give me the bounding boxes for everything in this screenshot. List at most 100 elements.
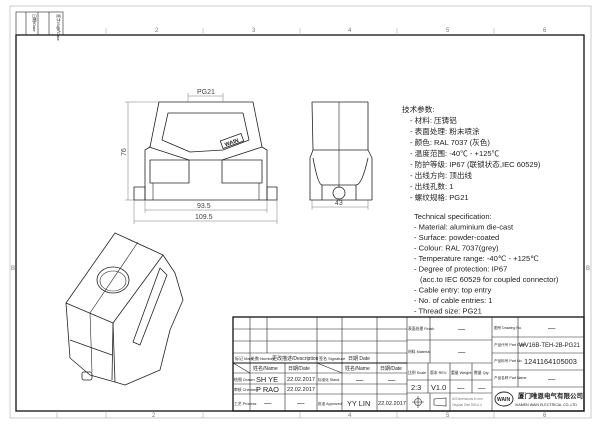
margin-block: 日期/Date 签字/Sign Date — [15, 11, 64, 41]
spec-en-item: - Thread size: PG21 — [414, 307, 482, 316]
tb-qty-label: 数量 Qty. — [474, 370, 489, 375]
housing-band — [148, 146, 263, 161]
zone-top-3: 3 — [252, 28, 256, 34]
outer-border — [9, 5, 592, 419]
tb-finish-value: — — [458, 324, 466, 333]
title-block: 标记 Mark 处数 Number 更改描述/Description 签名 Si… — [232, 316, 585, 412]
dim-outer-width: 109.5 — [195, 214, 213, 221]
tb-material-label: 材料 Material — [408, 349, 430, 354]
spec-en-item: - Surface: powder-coated — [414, 233, 499, 242]
side-plug — [332, 186, 346, 200]
iso-right-face — [112, 254, 184, 386]
zone-bottom-5: 5 — [446, 413, 450, 419]
wain-logo-plate — [219, 133, 245, 149]
margin-cell-date: 日期/Date — [32, 14, 38, 32]
projection-symbol-icon — [412, 396, 447, 408]
zone-top-4: 4 — [348, 28, 352, 34]
tb-drawing-no-value: — — [548, 323, 556, 332]
tb-weight-value: — — [457, 383, 465, 392]
tb-units-note-1: All Dimensions in mm — [452, 397, 483, 401]
zone-top-5: 5 — [446, 28, 450, 34]
tb-stand-label: 标准化 Stand. — [318, 377, 340, 382]
tb-drawn-label: 绘图 Drawn — [234, 376, 255, 382]
company-logo-icon: WAIN — [494, 391, 514, 407]
spec-en-title: Technical specification: — [414, 212, 492, 221]
spec-cn-item: - 防护等级: IP67 (联锁状态,IEC 60529) — [410, 159, 541, 169]
tb-units-note-2: Original Size DIN A 4 — [452, 403, 482, 407]
tb-rev-value: V1.0 — [431, 383, 446, 392]
spec-cn: 技术参数: - 材料: 压铸铝 - 表面处理: 粉末喷涂 - 颜色: RAL 7… — [402, 104, 541, 202]
tb-weight-label: 重量 Weight — [451, 370, 472, 375]
iso-plug — [81, 371, 93, 381]
spec-cn-item: - 出线孔数: 1 — [410, 181, 453, 191]
dim-height: 76 — [121, 148, 128, 156]
tb-checked-date: 22.02.2017 — [287, 387, 315, 393]
tb-process-date: — — [297, 398, 305, 407]
spec-cn-item: - 出线方向: 顶出线 — [410, 170, 472, 180]
dim-inner-width: 93.5 — [197, 203, 211, 210]
zone-bottom-6: 6 — [543, 413, 547, 419]
tb-finish-label: 表面处理 Finish — [408, 326, 434, 331]
spec-cn-item: - 螺纹规格: PG21 — [410, 192, 469, 202]
flange-right — [266, 186, 278, 201]
spec-cn-item: - 表面处理: 粉末喷涂 — [410, 126, 480, 136]
dim-depth: 43 — [335, 200, 343, 207]
spec-cn-item: - 颜色: RAL 7037 (灰色) — [410, 137, 490, 147]
zone-markers: 1 2 3 4 5 6 2 4 5 6 B B — [11, 28, 590, 419]
tb-part-code-label: 产品代号 Part Code — [494, 342, 526, 347]
spec-cn-item: - 材料: 压铸铝 — [410, 115, 457, 125]
tb-company-en: XIAMEN WAIN ELECTRICAL CO.,LTD — [515, 403, 577, 407]
tb-stand-name: — — [356, 375, 364, 384]
tb-description: 更改描述/Description — [272, 355, 319, 362]
side-view: 43 — [309, 101, 373, 210]
zone-right-b: B — [586, 266, 590, 272]
zone-top-6: 6 — [543, 28, 547, 34]
zone-bottom-2: 2 — [152, 413, 156, 419]
margin-cell-sign: 签字/Sign Date — [56, 14, 62, 41]
tb-date-header: 日期/Date — [288, 366, 310, 372]
tb-approved-date: 22.02.2017 — [378, 401, 406, 407]
tb-mark: 标记 Mark — [235, 355, 253, 361]
isometric-view — [65, 232, 184, 386]
tb-drawn-date: 22.02.2017 — [287, 377, 315, 383]
tb-stand-date: — — [388, 375, 396, 384]
tb-name-header: 姓名/Name — [253, 365, 278, 372]
tb-date: 日期 Date — [348, 356, 370, 362]
lower-panel-right — [221, 159, 263, 184]
spec-en: Technical specification: - Material: alu… — [414, 212, 559, 316]
tb-drawing-no-label: 图号 Drawing No. — [494, 325, 522, 330]
tb-scale-label: 比例 Scale — [408, 370, 426, 375]
zone-left-b: B — [11, 266, 15, 272]
tb-number: 处数 Number — [251, 355, 275, 361]
spec-cn-title: 技术参数: — [402, 104, 434, 114]
front-view: WAIN PG21 76 93.5 109.5 — [121, 89, 278, 224]
tb-part-no-value: 1241164105003 — [524, 357, 577, 366]
spec-en-item: - Colour: RAL 7037(grey) — [414, 244, 499, 253]
zone-bottom-4: 4 — [348, 413, 352, 419]
tb-signature: 签名 Signature — [319, 355, 346, 361]
flange-left — [133, 186, 146, 201]
tb-date-header-2: 日期/Date — [380, 366, 402, 372]
tb-material-value: — — [458, 347, 466, 356]
iso-cable-entry — [96, 266, 130, 294]
spec-en-item: (acc.to IEC 60529 for coupled connector) — [420, 275, 559, 284]
tb-company-cn: 厦门唯恩电气有限公司 — [518, 391, 583, 400]
zone-top-2: 2 — [155, 28, 159, 34]
tb-rev-label: 版本 REV. — [430, 370, 447, 375]
tb-scale-value: 2:3 — [411, 383, 421, 392]
tb-checked-label: 审核 Checked — [234, 387, 258, 392]
spec-cn-item: - 温度范围: -40℃ - +125℃ — [410, 148, 500, 158]
zone-top-1: 1 — [58, 28, 62, 34]
side-outline — [309, 101, 373, 201]
spec-en-item: - Degree of protection: IP67 — [414, 265, 507, 274]
tb-part-code-value: WV16B-TEH-2B-PG21 — [519, 343, 581, 349]
company-logo-text: WAIN — [497, 397, 510, 403]
iso-top-face — [65, 232, 164, 324]
tb-process-name: — — [264, 398, 272, 407]
tb-process-label: 工艺 Process — [234, 401, 256, 406]
tb-part-no-label: 产品料号 Part No. — [494, 358, 523, 363]
tb-part-name-value: — — [548, 374, 556, 383]
tb-drawn-name: SH YE — [256, 375, 278, 384]
spec-en-item: - No. of cable entries: 1 — [414, 296, 493, 305]
tb-qty-value: — — [478, 383, 486, 392]
